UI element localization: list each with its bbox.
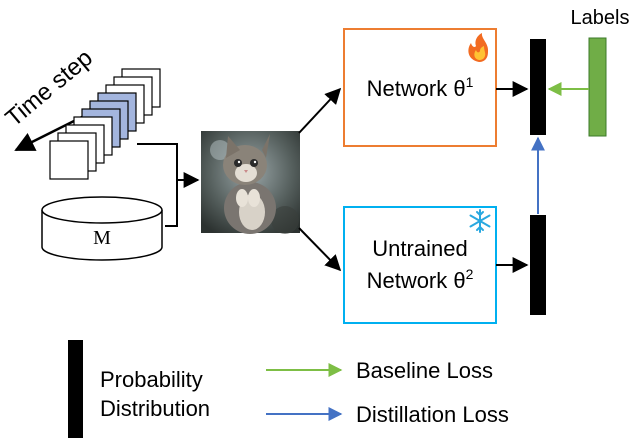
prob-dist-bar-1 — [530, 39, 546, 135]
snowflake-icon — [469, 209, 491, 233]
arrow-to-network2 — [298, 227, 342, 272]
input-connectors — [137, 143, 200, 227]
network2-box: Untrained Network θ2 — [343, 206, 497, 324]
frame-card — [49, 140, 89, 180]
network2-superscript: 2 — [466, 266, 474, 282]
legend: Probability Distribution Baseline Loss D… — [68, 340, 509, 438]
labels-title: Labels — [571, 7, 630, 29]
legend-baseline-label: Baseline Loss — [356, 358, 493, 383]
legend-prob-line1: Probability — [100, 367, 203, 392]
frame-stack — [49, 68, 161, 180]
fire-icon — [468, 33, 489, 62]
arrow-to-network1 — [298, 87, 342, 134]
legend-prob-line2: Distribution — [100, 396, 210, 421]
labels-bar — [588, 37, 607, 137]
kitten-image — [201, 131, 300, 234]
network2-name: Network θ — [367, 268, 466, 293]
legend-distillation-label: Distillation Loss — [356, 402, 509, 427]
network2-line2: Network θ2 — [367, 266, 474, 293]
network2-line1: Untrained — [372, 236, 467, 261]
network1-name: Network θ — [367, 76, 466, 101]
legend-prob-swatch — [68, 340, 83, 438]
memory-cylinder: M — [41, 196, 163, 261]
network1-superscript: 1 — [466, 74, 474, 90]
prob-dist-bar-2 — [530, 215, 546, 315]
network1-box: Network θ1 — [343, 28, 497, 147]
memory-label: M — [93, 227, 111, 249]
network1-label: Network θ1 — [367, 74, 474, 101]
